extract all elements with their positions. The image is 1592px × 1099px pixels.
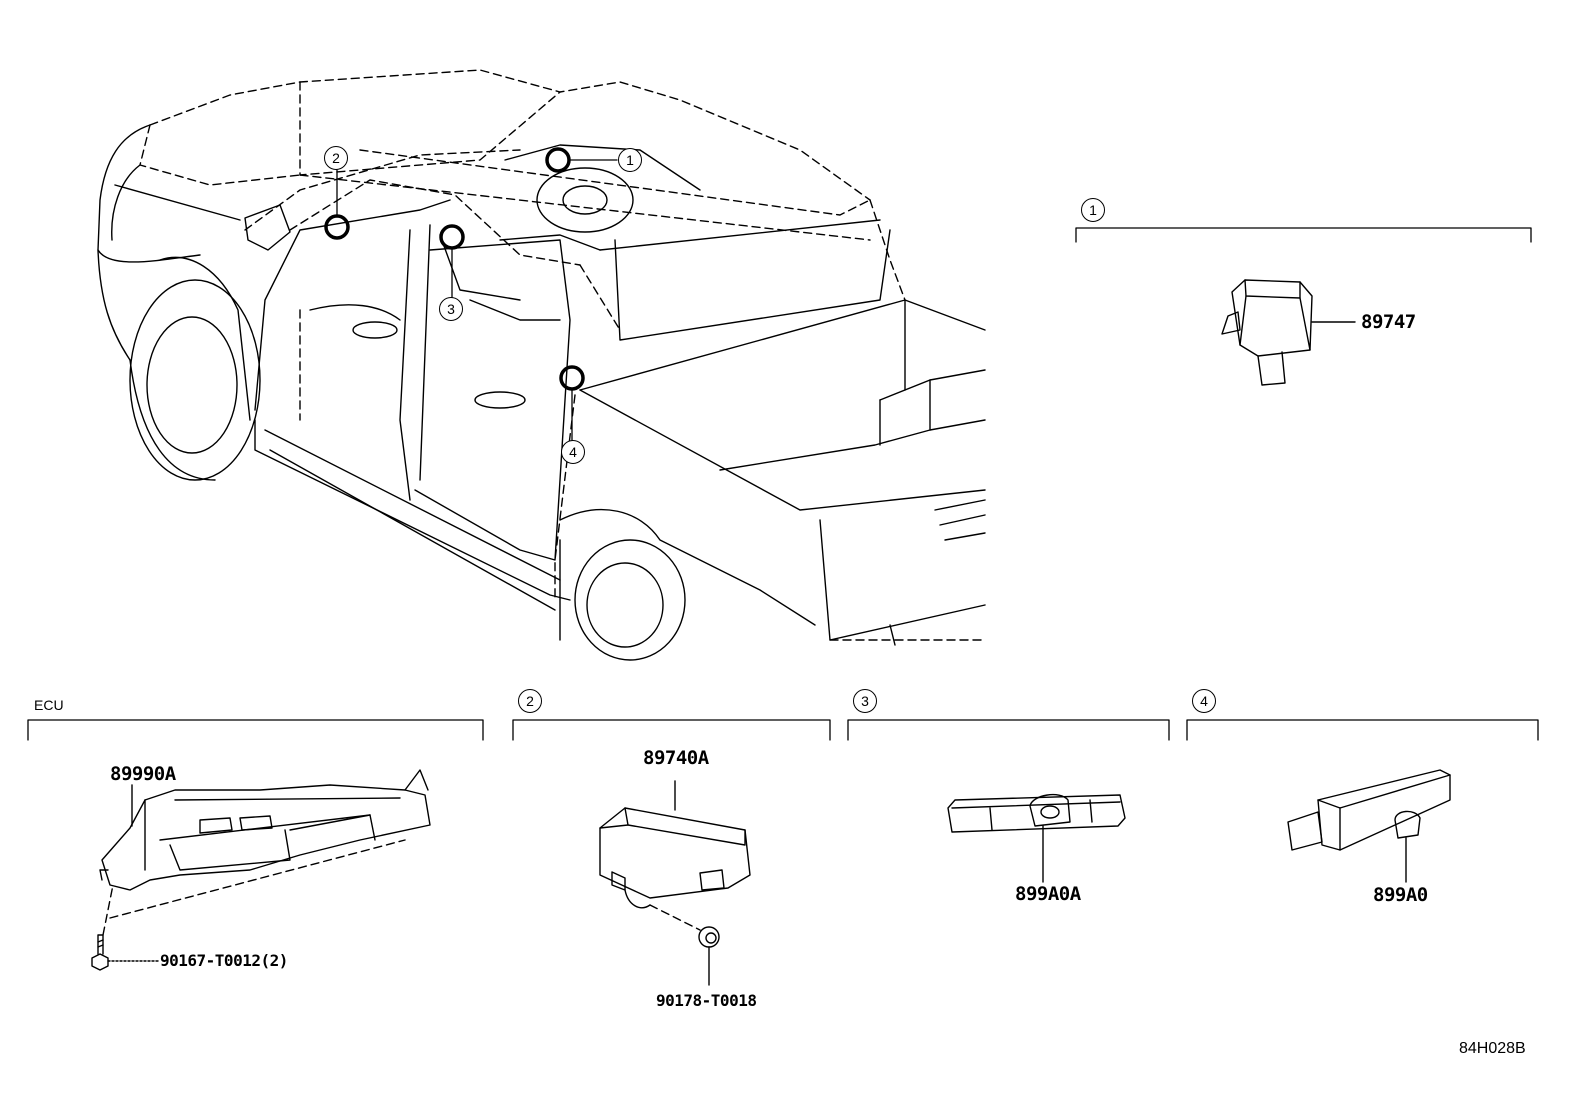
part-number-89990a[interactable]: 89990A [110, 763, 176, 785]
section-1-number: 1 [1081, 198, 1105, 222]
marker-2 [324, 214, 350, 240]
ecu-bolt-dashed-leader [102, 839, 406, 936]
bracket-4 [1186, 719, 1539, 741]
part-899a0a-illustration [947, 793, 1126, 883]
section-4-number: 4 [1192, 689, 1216, 713]
bolt-90167-illustration [91, 934, 159, 971]
part-89740a-illustration [599, 780, 751, 909]
bracket-1 [1075, 227, 1532, 243]
section-2-number: 2 [518, 689, 542, 713]
marker-3 [439, 224, 465, 250]
bracket-2 [512, 719, 831, 741]
vehicle-illustration [97, 69, 986, 661]
part-899a0-illustration [1287, 769, 1451, 883]
callout-3: 3 [439, 297, 463, 321]
callout-leaders [336, 159, 618, 441]
section-3-number: 3 [853, 689, 877, 713]
part-89990a-illustration [99, 769, 431, 891]
part-number-90178-t0018[interactable]: 90178-T0018 [656, 991, 757, 1010]
section-ecu-label: ECU [34, 697, 64, 713]
marker-1 [545, 147, 571, 173]
bracket-ecu [27, 719, 484, 741]
marker-4 [559, 365, 585, 391]
callout-1: 1 [618, 148, 642, 172]
section-brackets [27, 227, 1539, 741]
bracket-3 [847, 719, 1170, 741]
part-number-899a0a[interactable]: 899A0A [1015, 883, 1081, 905]
callout-2: 2 [324, 146, 348, 170]
diagram-code: 84H028B [1459, 1040, 1526, 1057]
part-number-89747[interactable]: 89747 [1361, 311, 1416, 333]
part-number-89740a[interactable]: 89740A [643, 747, 709, 769]
callout-4: 4 [561, 440, 585, 464]
part-number-899a0[interactable]: 899A0 [1373, 884, 1428, 906]
part-number-90167-t0012[interactable]: 90167-T0012(2) [160, 951, 288, 970]
part-89747-illustration [1221, 279, 1356, 386]
clip-90178-illustration [649, 904, 720, 986]
location-markers [324, 147, 585, 391]
